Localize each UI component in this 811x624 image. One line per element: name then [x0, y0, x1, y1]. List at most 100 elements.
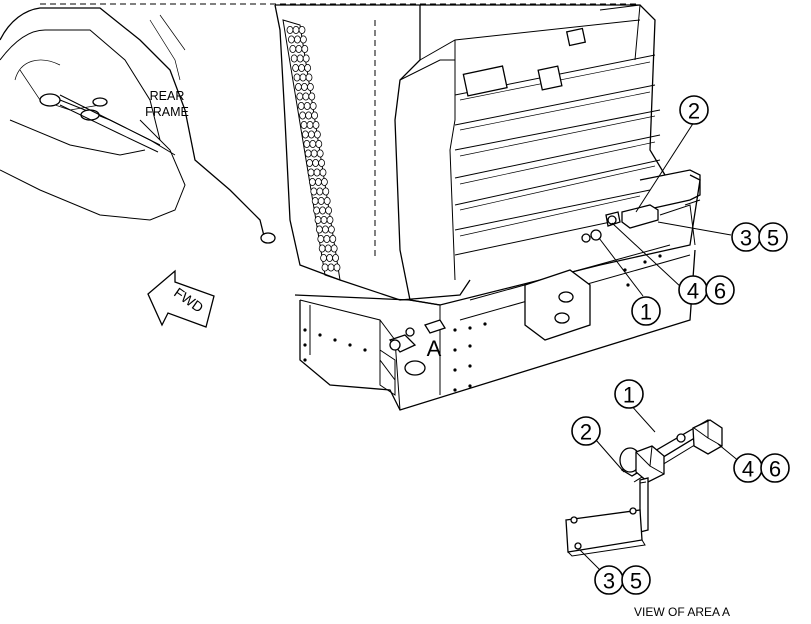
perforation-hole [299, 111, 307, 120]
detail-callout-2: 2 [571, 416, 601, 446]
perforation-hole [312, 121, 320, 130]
rivet [626, 283, 630, 287]
rivet [348, 343, 352, 347]
rivet [453, 388, 457, 392]
perforation-hole [318, 244, 326, 253]
perforation-hole [320, 177, 328, 186]
perforation-hole [306, 83, 314, 92]
rivet [658, 254, 662, 258]
perforation-hole [305, 111, 313, 120]
perforation-hole [305, 73, 313, 82]
svg-text:4: 4 [742, 457, 754, 482]
svg-text:4: 4 [687, 279, 699, 304]
main-callout-leaders [598, 121, 732, 297]
perforation-hole [319, 206, 327, 215]
perforation-hole [317, 234, 325, 243]
callout-3: 3 [731, 222, 761, 252]
perforation-hole [295, 45, 303, 54]
perforation-hole [292, 64, 300, 73]
perforation-hole [301, 45, 309, 54]
perforation-hole [301, 130, 309, 139]
detail-callout-5: 5 [621, 565, 651, 595]
perforation-hole [296, 54, 304, 63]
mounted-bracket-right [581, 204, 659, 243]
perforation-hole [310, 187, 318, 196]
perforation-hole [306, 158, 314, 167]
perforation-hole [315, 139, 323, 148]
perforation-hole [300, 83, 308, 92]
rivet [453, 368, 457, 372]
rear-frame-label: FRAME [145, 105, 189, 119]
perforation-hole [309, 139, 317, 148]
frame-rivets [303, 254, 662, 392]
perforation-hole [304, 64, 312, 73]
rivet [453, 328, 457, 332]
svg-text:6: 6 [714, 279, 726, 304]
perforation-hole [298, 64, 306, 73]
perforation-hole [317, 196, 325, 205]
perforation-hole [307, 168, 315, 177]
perforation-hole [289, 45, 297, 54]
rivet [483, 322, 487, 326]
callout-1: 1 [631, 296, 661, 326]
perforation-hole [303, 102, 311, 111]
perforation-hole [333, 263, 341, 272]
perforation-hole [311, 111, 319, 120]
callout-6: 6 [705, 275, 735, 305]
perforation-hole [322, 187, 330, 196]
perforation-hole [299, 73, 307, 82]
detail-callout-4: 4 [733, 453, 763, 483]
perforation-hole [320, 253, 328, 262]
hood-grille [454, 54, 661, 256]
perforation-hole [327, 263, 335, 272]
detail-view-area-a [565, 419, 723, 557]
perforation-hole [314, 215, 322, 224]
perforation-hole [324, 244, 332, 253]
perforation-hole [318, 158, 326, 167]
perforation-hole [330, 244, 338, 253]
perforation-hole [293, 73, 301, 82]
area-a-marker: A [427, 336, 442, 361]
perforation-hole [300, 121, 308, 130]
svg-text:3: 3 [740, 226, 752, 251]
perforation-hole [290, 54, 298, 63]
perforation-hole [319, 168, 327, 177]
view-caption: VIEW OF AREA A [634, 605, 730, 619]
perforated-screen [282, 19, 341, 281]
mounted-bracket-area-a [379, 319, 446, 396]
svg-text:2: 2 [688, 99, 700, 124]
perforation-hole [327, 225, 335, 234]
perforation-hole [306, 121, 314, 130]
perforation-hole [321, 263, 329, 272]
perforation-hole [326, 215, 334, 224]
rivet [303, 328, 307, 332]
rivet [333, 338, 337, 342]
machine-rear-illustration [0, 3, 701, 411]
perforation-hole [316, 187, 324, 196]
perforation-hole [302, 54, 310, 63]
rear-frame-label: REAR [150, 89, 185, 103]
perforation-hole [326, 253, 334, 262]
callout-4: 4 [678, 275, 708, 305]
perforation-hole [308, 92, 316, 101]
callout-2: 2 [679, 95, 709, 125]
rivet [468, 364, 472, 368]
detail-callout-1: 1 [614, 379, 644, 409]
rivet [468, 384, 472, 388]
fwd-arrow: FWD [147, 269, 215, 328]
rivet [468, 344, 472, 348]
perforation-hole [309, 102, 317, 111]
svg-text:5: 5 [630, 569, 642, 594]
perforation-hole [313, 168, 321, 177]
perforation-hole [332, 253, 340, 262]
perforation-hole [311, 196, 319, 205]
perforation-hole [307, 130, 315, 139]
rivet [363, 348, 367, 352]
perforation-hole [314, 177, 322, 186]
svg-text:6: 6 [769, 457, 781, 482]
svg-text:3: 3 [603, 569, 615, 594]
perforation-hole [310, 149, 318, 158]
perforation-hole [321, 225, 329, 234]
perforation-hole [316, 149, 324, 158]
perforation-hole [323, 196, 331, 205]
